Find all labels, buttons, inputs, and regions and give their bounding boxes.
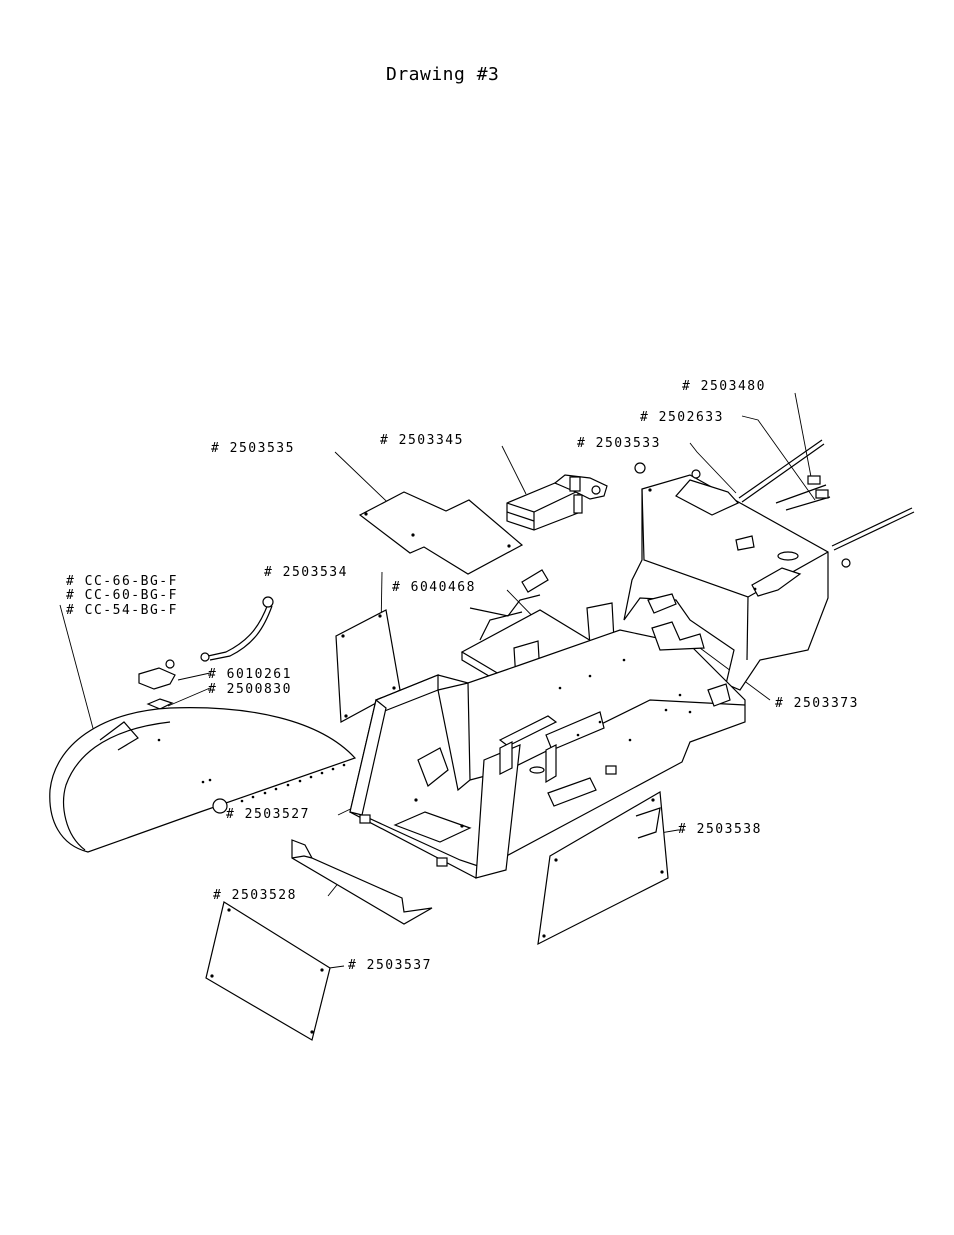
label-2503345: # 2503345 [380, 433, 464, 448]
label-6010261: # 6010261 [208, 667, 292, 682]
label-cc-54-bg-f: # CC-54-BG-F [66, 603, 178, 618]
part-2503527-frame [349, 621, 746, 879]
label-cc-66-bg-f: # CC-66-BG-F [66, 574, 178, 589]
label-2503535: # 2503535 [211, 441, 295, 456]
drawing-title: Drawing #3 [386, 64, 500, 85]
part-2503480-rods [634, 439, 915, 568]
part-2503345-box [506, 474, 608, 531]
label-2503533: # 2503533 [577, 436, 661, 451]
part-2503528-channel [291, 839, 433, 925]
label-2503534: # 2503534 [264, 565, 348, 580]
label-2503537: # 2503537 [348, 958, 432, 973]
part-2503533-housing [623, 474, 829, 691]
label-2503538: # 2503538 [678, 822, 762, 837]
part-2503538-panel [537, 791, 669, 946]
part-guard-deck [49, 707, 357, 853]
part-2503537-panel [205, 901, 331, 1041]
label-6040468: # 6040468 [392, 580, 476, 595]
part-6010261-clamp [138, 659, 176, 710]
part-cc-bg-f-cable [200, 596, 274, 662]
label-2500830: # 2500830 [208, 682, 292, 697]
label-2503373: # 2503373 [775, 696, 859, 711]
label-cc-60-bg-f: # CC-60-BG-F [66, 588, 178, 603]
label-2503527: # 2503527 [226, 807, 310, 822]
part-2503535-plate [358, 491, 524, 575]
label-2502633: # 2502633 [640, 410, 724, 425]
label-2503528: # 2503528 [213, 888, 297, 903]
label-2503480: # 2503480 [682, 379, 766, 394]
